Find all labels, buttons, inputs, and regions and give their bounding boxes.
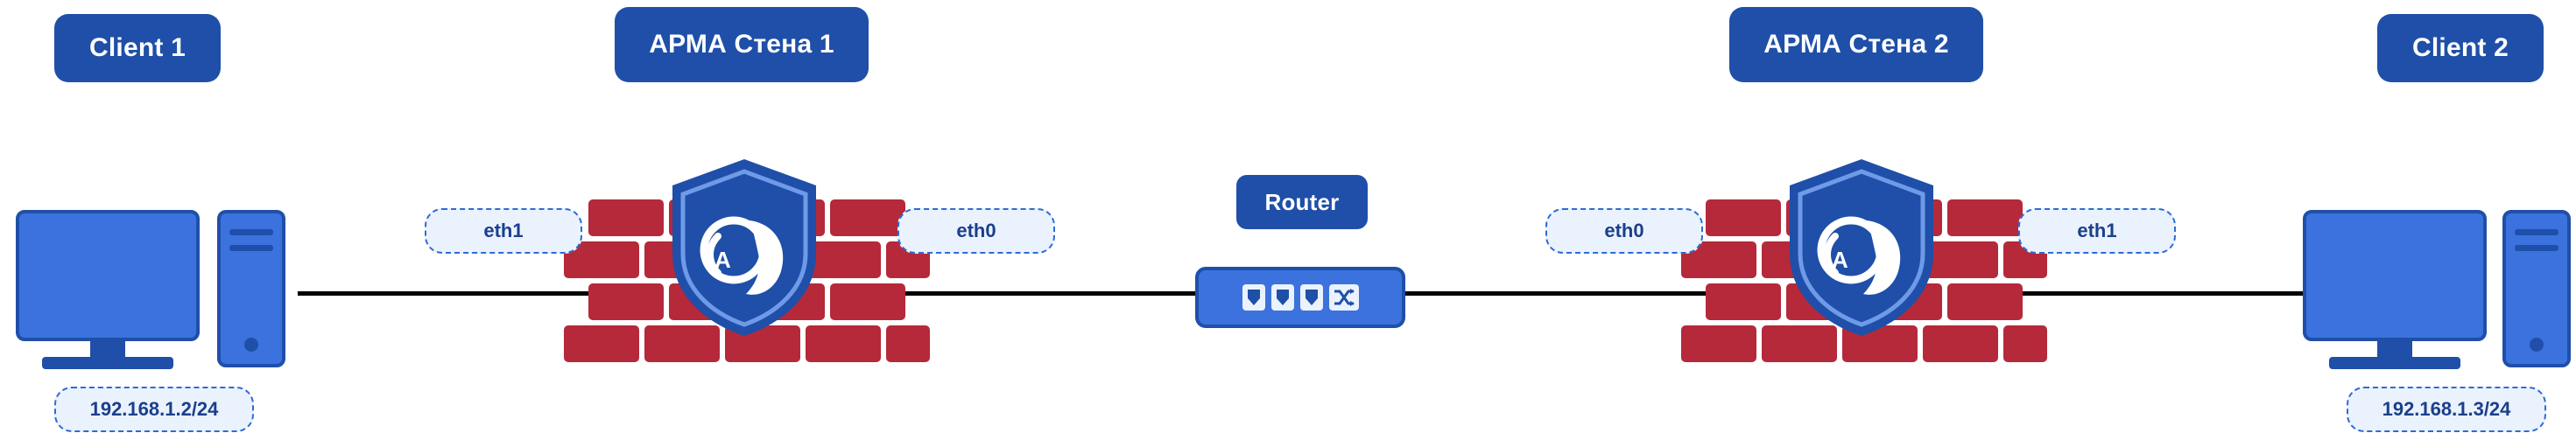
router-port-1-icon (1242, 284, 1265, 311)
pill-eth1-right: eth1 (2018, 208, 2176, 254)
network-cross-icon (1328, 284, 1359, 311)
router-port-2-icon (1270, 284, 1294, 311)
monitor-screen-left (16, 210, 200, 341)
pill-eth1-left: eth1 (425, 208, 582, 254)
shield-badge-right: A (1783, 156, 1940, 344)
shield-icon: A (1790, 159, 1933, 336)
monitor-neck-right (2377, 341, 2412, 359)
monitor-neck-left (90, 341, 125, 359)
label-router: Router (1236, 175, 1368, 229)
label-client1: Client 1 (54, 14, 221, 82)
svg-text:A: A (714, 247, 731, 273)
tower-slot-left-2 (229, 245, 273, 251)
label-arma-wall-2: АРМА Стена 2 (1729, 7, 1983, 82)
pill-eth0-left: eth0 (897, 208, 1055, 254)
tower-slot-left-1 (229, 229, 273, 235)
wire-fw2-to-client2 (2005, 291, 2303, 296)
tower-power-led-right (2530, 338, 2544, 352)
shield-badge-left: A (665, 156, 823, 344)
wire-client1-to-fw1 (298, 291, 591, 296)
tower-power-led-left (244, 338, 258, 352)
pill-ip-client2: 192.168.1.3/24 (2347, 387, 2546, 432)
pill-ip-client1: 192.168.1.2/24 (54, 387, 254, 432)
wire-router-to-fw2 (1401, 291, 1712, 296)
monitor-base-left (42, 357, 173, 369)
shield-icon: A (672, 159, 816, 336)
monitor-base-right (2329, 357, 2460, 369)
svg-text:A: A (1832, 247, 1848, 273)
tower-slot-right-1 (2515, 229, 2558, 235)
label-arma-wall-1: АРМА Стена 1 (615, 7, 869, 82)
router-port-3-icon (1299, 284, 1323, 311)
tower-slot-right-2 (2515, 245, 2558, 251)
wire-fw1-to-router (884, 291, 1200, 296)
pill-eth0-right: eth0 (1545, 208, 1703, 254)
monitor-screen-right (2303, 210, 2487, 341)
router-device (1195, 267, 1405, 328)
label-client2: Client 2 (2377, 14, 2544, 82)
